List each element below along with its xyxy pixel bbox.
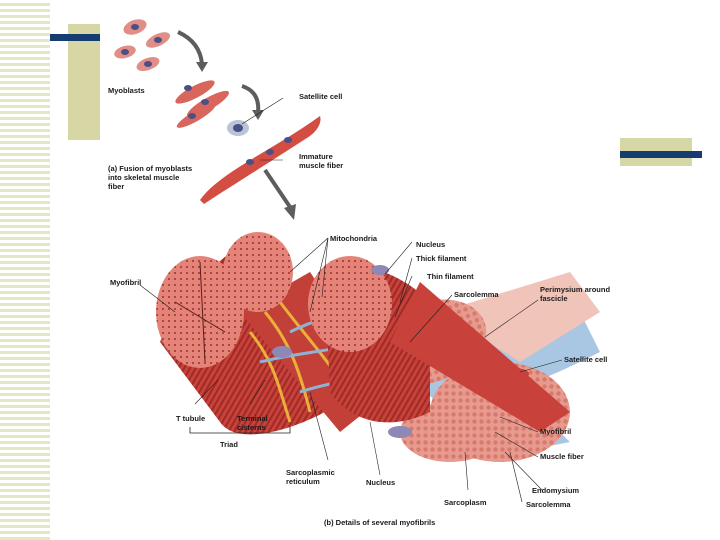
label-sarcolemma-bottom: Sarcolemma bbox=[526, 500, 571, 509]
myoblast-cells bbox=[114, 19, 171, 71]
label-mitochondria: Mitochondria bbox=[330, 234, 378, 243]
label-nucleus-top: Nucleus bbox=[416, 240, 446, 249]
label-nucleus-bottom: Nucleus bbox=[366, 478, 396, 487]
label-satellite-cell-top: Satellite cell bbox=[299, 92, 343, 101]
label-myofibril-right: Myofibril bbox=[540, 427, 572, 436]
muscle-illustration bbox=[114, 19, 600, 503]
striped-margin bbox=[0, 0, 50, 540]
navy-bar-top-left bbox=[50, 34, 122, 41]
label-satellite-cell-right: Satellite cell bbox=[564, 355, 608, 364]
label-myoblasts: Myoblasts bbox=[108, 86, 145, 95]
label-immature-muscle-fiber: Immature muscle fiber bbox=[299, 152, 344, 170]
label-sarcolemma-top: Sarcolemma bbox=[454, 290, 499, 299]
label-sarcoplasmic-reticulum: Sarcoplasmic reticulum bbox=[286, 468, 335, 486]
leader-lines bbox=[139, 97, 563, 503]
arrow-1 bbox=[177, 30, 204, 65]
label-muscle-fiber: Muscle fiber bbox=[540, 452, 584, 461]
arrow-2 bbox=[241, 84, 261, 113]
label-myofibril-left: Myofibril bbox=[110, 278, 142, 287]
fusing-myoblasts bbox=[175, 80, 229, 128]
triad-bracket bbox=[189, 427, 291, 434]
label-terminal-cisterns: Terminal cisterns bbox=[237, 414, 268, 432]
label-triad: Triad bbox=[220, 440, 238, 449]
caption-b: (b) Details of several myofibrils bbox=[324, 518, 436, 527]
arrow-3 bbox=[263, 168, 292, 209]
muscle-fiber-detail bbox=[156, 232, 600, 462]
label-t-tubule: T tubule bbox=[176, 414, 206, 423]
label-endomysium: Endomysium bbox=[532, 486, 580, 495]
label-sarcoplasm: Sarcoplasm bbox=[444, 498, 487, 507]
label-perimysium: Perimysium around fascicle bbox=[540, 285, 611, 303]
olive-block-top-left bbox=[68, 24, 100, 140]
label-thick-filament: Thick filament bbox=[416, 254, 467, 263]
label-thin-filament: Thin filament bbox=[427, 272, 474, 281]
muscle-fiber-figure: Myoblasts Satellite cell Immature muscle… bbox=[100, 12, 620, 530]
caption-a: (a) Fusion of myoblasts into skeletal mu… bbox=[108, 164, 193, 191]
navy-bar-right bbox=[618, 151, 702, 158]
